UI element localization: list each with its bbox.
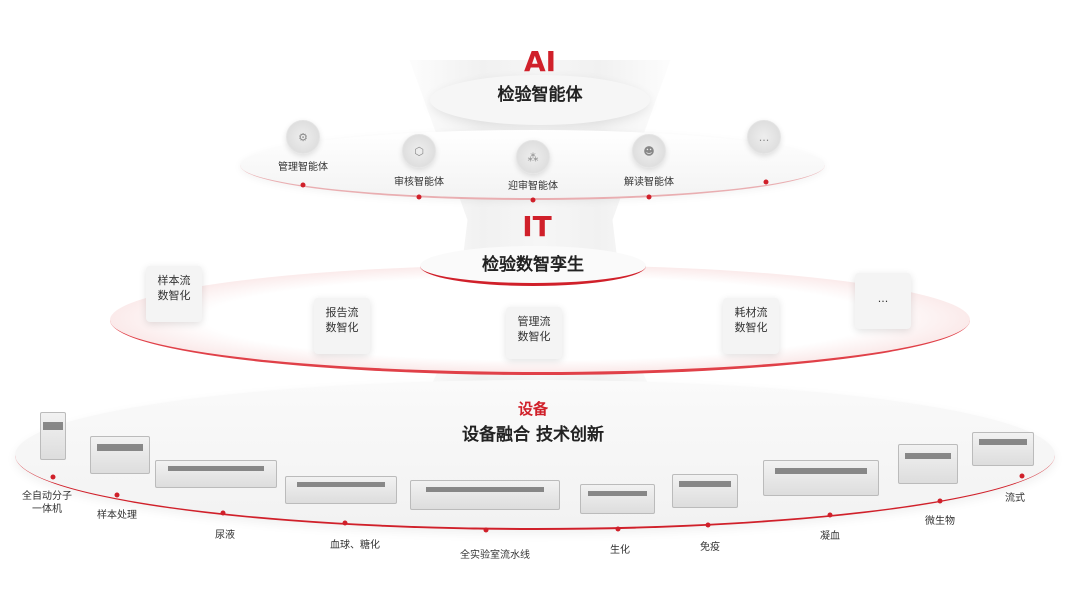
device-tag: 设备: [517, 400, 549, 418]
device-label: 全自动分子 一体机: [22, 491, 72, 515]
device-dot: [50, 474, 56, 480]
device-dot: [1019, 473, 1025, 479]
interpretation-agent-icon[interactable]: ☻: [632, 134, 666, 168]
agent-label: 解读智能体: [624, 177, 674, 188]
device-label: 血球、糖化: [330, 540, 380, 551]
agent-label: 审核智能体: [394, 177, 444, 188]
ai-tag: AI: [523, 45, 557, 78]
consumables-flow-card[interactable]: 耗材流 数智化: [723, 298, 779, 354]
urine-analyzer-device: [155, 460, 277, 488]
it-center-disc: [420, 246, 646, 286]
device-dot: [705, 522, 711, 528]
device-dot: [342, 520, 348, 526]
agent-dot: [646, 194, 652, 200]
device-dot: [937, 498, 943, 504]
device-dot: [615, 526, 621, 532]
sample-processing-device: [90, 436, 150, 474]
device-label: 生化: [610, 545, 630, 556]
device-dot: [220, 510, 226, 516]
agent-dot: [416, 194, 422, 200]
molecular-analyzer-device: [40, 412, 66, 460]
management-flow-card[interactable]: 管理流 数智化: [506, 307, 562, 359]
coagulation-device: [763, 460, 879, 496]
it-title: 检验数智孪生: [482, 255, 584, 275]
device-label: 流式: [1005, 493, 1025, 504]
device-label: 全实验室流水线: [460, 550, 530, 561]
agent-dot: [763, 179, 769, 185]
device-label: 尿液: [215, 530, 235, 541]
more-agents-icon[interactable]: ...: [747, 120, 781, 154]
hematology-device: [285, 476, 397, 504]
chemistry-analyzer-device: [580, 484, 655, 514]
immunoassay-device: [672, 474, 738, 508]
device-dot: [483, 527, 489, 533]
device-label: 微生物: [925, 516, 955, 527]
management-agent-icon[interactable]: ⚙: [286, 120, 320, 154]
review-agent-icon[interactable]: ⬡: [402, 134, 436, 168]
lab-automation-line-device: [410, 480, 560, 510]
device-label: 样本处理: [97, 510, 137, 521]
it-tag: IT: [522, 210, 552, 243]
more-flows-card[interactable]: ...: [855, 273, 911, 329]
ai-title: 检验智能体: [497, 85, 583, 105]
microbiology-device: [898, 444, 958, 484]
agent-dot: [300, 182, 306, 188]
agent-label: 迎审智能体: [508, 181, 558, 192]
agent-dot: [530, 197, 536, 203]
device-dot: [114, 492, 120, 498]
ai-top-disc: [430, 75, 650, 125]
flow-cytometry-device: [972, 432, 1034, 466]
device-label: 凝血: [820, 531, 840, 542]
device-dot: [827, 512, 833, 518]
sample-flow-card[interactable]: 样本流 数智化: [146, 266, 202, 322]
report-flow-card[interactable]: 报告流 数智化: [314, 298, 370, 354]
device-label: 免疫: [700, 542, 720, 553]
agent-label: 管理智能体: [278, 162, 328, 173]
device-title: 设备融合 技术创新: [462, 425, 604, 445]
network-agent-icon[interactable]: ⁂: [516, 140, 550, 174]
